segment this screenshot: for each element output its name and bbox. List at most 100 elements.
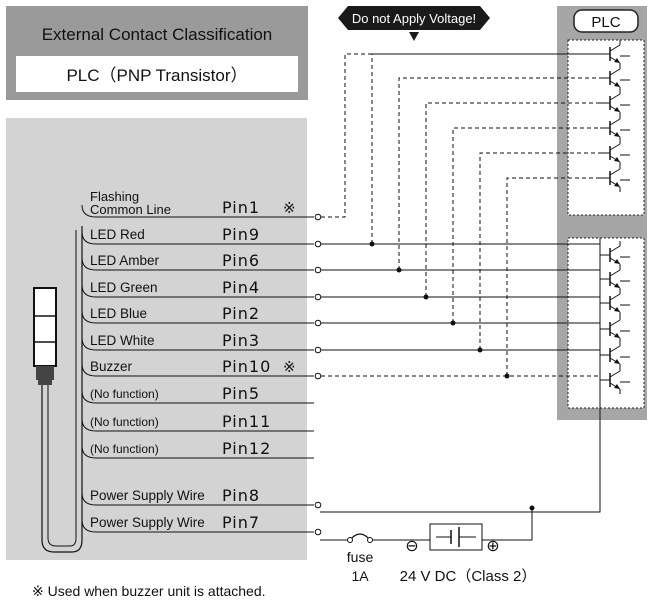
fuse-icon [349,533,371,541]
transistor-icon [600,315,630,343]
junction-dot [396,267,402,273]
wire-line [81,231,314,245]
signal-wire-branch [452,127,600,323]
pin-label: Pin10 [222,357,271,376]
wire-name: LED Blue [90,306,147,321]
wire-row: (No function) Pin11 [81,412,314,432]
transistor-icon [600,114,630,142]
wire-line [81,284,314,298]
wire-name: LED Green [90,280,158,295]
plc-label-box [573,9,639,33]
wire-line [81,445,314,459]
wire-name: Buzzer [90,359,133,374]
footnote: ※ Used when buzzer unit is attached. [32,583,266,599]
wire-row: LED Amber Pin6 [81,251,322,274]
junction-dot [477,347,483,353]
terminal-icon [314,266,322,274]
wire-name: (No function) [90,387,159,401]
wire-row: LED Blue Pin2 [81,304,322,327]
wire-name: (No function) [90,442,159,456]
junction-dot [423,294,429,300]
wire-name: (No function) [90,415,159,429]
terminal-icon [314,346,322,354]
wire-name: Flashing [90,189,139,204]
wire-line [81,257,314,271]
pin-label: Pin1 [222,198,260,217]
plus-terminal-icon: ⊕ [486,538,499,555]
pin-label: Pin7 [222,513,260,532]
wire-name: Power Supply Wire [90,515,205,530]
pin-label: Pin11 [222,412,271,431]
type-label: PLC（PNP Transistor） [66,66,247,85]
minus-terminal-icon: ⊖ [405,538,418,555]
cable-bundle-inner [47,230,77,547]
wire-row: LED White Pin3 [81,331,322,354]
pin-label: Pin8 [222,486,260,505]
signal-wire-branch [425,102,600,297]
wire-line [81,310,314,324]
wire-row: LED Green Pin4 [81,278,322,301]
wire-line [81,363,314,377]
note-mark-icon: ※ [283,359,296,376]
signal-wire-branch [371,53,600,244]
wire-row: (No function) Pin12 [81,439,314,459]
warning-badge: Do not Apply Voltage! [338,6,490,41]
pin-label: Pin3 [222,331,260,350]
wire-name: Common Line [90,202,171,217]
signal-wire-branch [398,77,600,270]
pin-label: Pin4 [222,278,260,297]
wire-line [81,492,314,506]
warning-label: Do not Apply Voltage! [352,11,476,26]
pin-label: Pin5 [222,384,260,403]
transistor-icon [600,89,630,117]
buzzer-wire-branch [506,177,600,376]
fuse-label: fuse [347,549,374,565]
pin-label: Pin6 [222,251,260,270]
cable-bundle [41,226,83,553]
signal-tower-icon [33,287,57,385]
signal-wire-branch [479,152,600,350]
wire-name: LED White [90,333,155,348]
transistor-icon [600,164,630,192]
wire-row: Buzzer Pin10 ※ [81,357,322,380]
wire-name: LED Red [90,227,145,242]
type-label-box [16,56,298,92]
plc-label: PLC [591,14,620,31]
wire-row: (No function) Pin5 [81,384,314,404]
transistor-icon [600,241,630,269]
wire-row: Power Supply Wire Pin7 [81,513,322,536]
wire-line [81,337,314,351]
wire-name: Power Supply Wire [90,488,205,503]
warning-arrow-icon [409,32,419,41]
junction-dot [369,241,375,247]
classification-label: External Contact Classification [42,25,273,44]
wire-line [81,418,314,432]
terminal-icon [314,293,322,301]
terminal-icon [314,319,322,327]
terminal-icon [314,501,322,509]
power-section: fuse 1A ⊖ ⊕ 24 V DC（Class 2） [320,400,601,585]
common-line-wire [321,53,600,218]
terminal-icon [314,372,322,380]
note-mark-icon: ※ [283,200,296,217]
junction-dot [450,320,456,326]
supply-label: 24 V DC（Class 2） [400,568,537,585]
transistor-icon [600,64,630,92]
pin-label: Pin12 [222,439,271,458]
wire-row: Power Supply Wire Pin8 [81,486,322,509]
terminal-icon [314,213,322,221]
terminal-icon [314,528,322,536]
plc-block: PLC [557,6,647,420]
wire-name: LED Amber [90,253,160,268]
transistor-icon [600,366,630,394]
wire-line [81,390,314,404]
fuse-rating: 1A [351,568,369,584]
pin-label: Pin2 [222,304,260,323]
transistor-icon [600,40,630,68]
wire-line [81,519,314,533]
junction-dot [504,373,510,379]
terminal-icon [314,240,322,248]
